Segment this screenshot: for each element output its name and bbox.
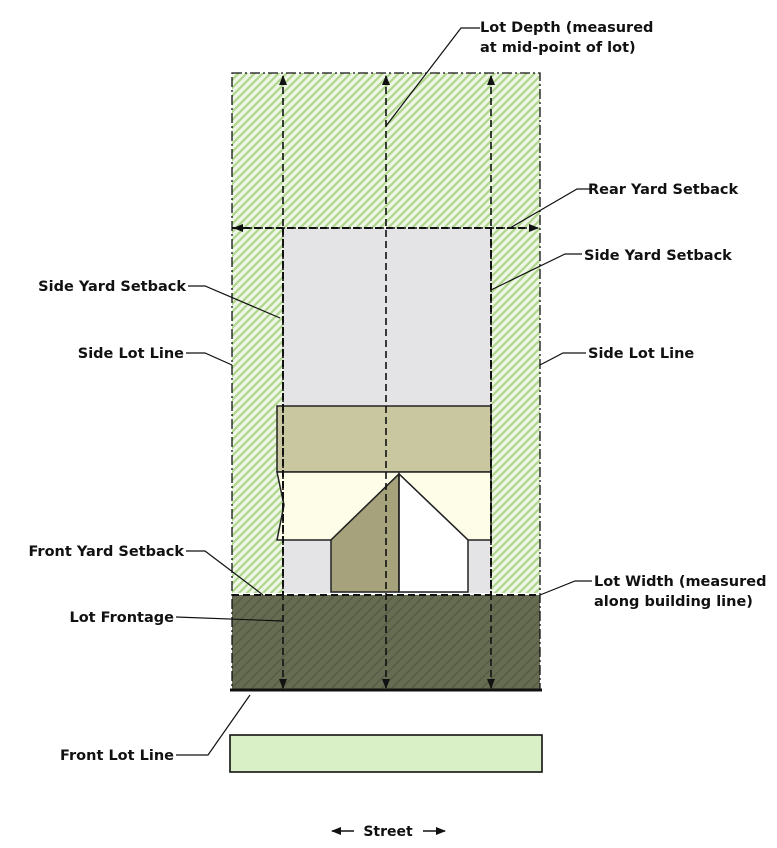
- label-side-yard-setback-right: Side Yard Setback: [584, 248, 732, 264]
- label-lot-depth-1: Lot Depth (measured: [480, 20, 653, 36]
- leader-lot-width: [539, 580, 592, 596]
- label-front-lot-line: Front Lot Line: [60, 748, 174, 764]
- label-side-lot-line-right: Side Lot Line: [588, 346, 694, 362]
- leader-side-yard-left: [188, 285, 281, 319]
- leader-lot-frontage: [175, 616, 284, 622]
- leader-front-yard: [186, 550, 264, 596]
- leader-side-lot-right: [539, 352, 586, 366]
- leader-side-lot-left: [186, 352, 233, 366]
- label-lot-width-2: along building line): [594, 594, 753, 610]
- label-side-lot-line-left: Side Lot Line: [78, 346, 184, 362]
- lot-outline: [231, 72, 541, 691]
- leader-lot-depth: [385, 27, 480, 127]
- house-roof: [276, 405, 492, 473]
- leader-lines: [175, 27, 592, 756]
- street: [229, 734, 543, 773]
- label-front-yard-setback: Front Yard Setback: [28, 544, 184, 560]
- label-lot-depth-2: at mid-point of lot): [480, 40, 636, 56]
- label-street: Street: [363, 824, 413, 840]
- label-side-yard-setback-left: Side Yard Setback: [38, 279, 186, 295]
- leader-front-lot-line: [176, 694, 251, 756]
- label-rear-yard-setback: Rear Yard Setback: [588, 182, 738, 198]
- street-label-group: Street: [331, 824, 446, 840]
- leader-rear-yard: [509, 188, 590, 229]
- label-lot-frontage: Lot Frontage: [69, 610, 174, 626]
- label-lot-width-1: Lot Width (measured: [594, 574, 767, 590]
- leader-side-yard-right: [490, 253, 582, 291]
